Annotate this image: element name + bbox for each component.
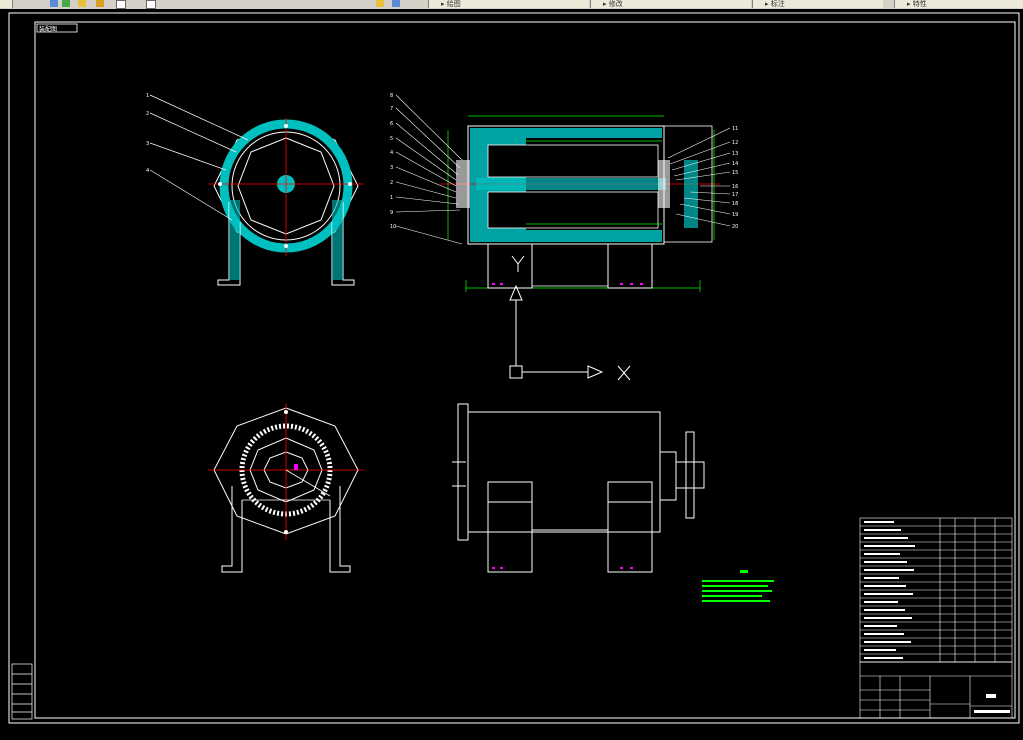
parts-list-row-text [864,649,896,651]
callout-left-3: 3 [146,141,149,147]
callout-mid-2: 7 [390,106,393,112]
menu-button[interactable] [0,0,13,8]
parts-list-row-text [864,561,907,563]
revision-table [11,663,33,720]
parts-list-row-text [864,529,901,531]
callout-left-4: 4 [146,168,149,174]
callout-mid-5: 4 [390,150,393,156]
open-icon[interactable] [50,0,58,7]
layer-swatch-icon[interactable] [146,0,156,9]
linetype-dropdown[interactable]: ▸ 修改 [590,0,751,8]
ucs-icon [509,255,631,381]
technical-notes [702,570,774,602]
cad-drawing: 装配图 1 2 3 4 [8,12,1020,724]
match-properties-icon[interactable] [376,0,384,7]
color-dropdown-label: ▸ 绘图 [441,0,461,8]
callout-mid-4: 5 [390,136,393,142]
lock-icon[interactable] [96,0,104,7]
drawing-number-mark [986,694,996,698]
front-view [452,403,705,573]
parts-list-row-text [864,617,912,619]
callout-left-2: 2 [146,111,149,117]
plotstyle-dropdown[interactable]: ▸ 特性 [894,0,1023,8]
callout-mid-8: 1 [390,195,393,201]
color-dropdown[interactable]: ▸ 绘图 [428,0,589,8]
inner-border [34,21,1016,719]
callout-mid-20: 20 [732,224,738,230]
parts-list-row-text [864,537,908,539]
callout-mid-6: 3 [390,165,393,171]
parts-list-row-text [864,657,903,659]
linetype-dropdown-label: ▸ 修改 [603,0,623,8]
callout-mid-12: 12 [732,140,738,146]
lineweight-dropdown[interactable]: ▸ 标注 [752,0,883,8]
parts-list-row-text [864,545,915,547]
parts-list-rows [860,521,1012,663]
parts-list-row-text [864,609,905,611]
outer-border [8,12,1020,724]
callout-mid-15: 15 [732,170,738,176]
sun-icon[interactable] [78,0,86,7]
parts-list-row-text [864,577,899,579]
callout-mid-16: 16 [732,184,738,190]
callout-mid-14: 14 [732,161,738,167]
parts-list-row-text [864,521,894,523]
callout-left-1: 1 [146,93,149,99]
drawing-title-mark [974,710,1010,713]
title-block [859,661,1013,719]
parts-list-row-text [864,593,913,595]
parts-list-row-text [864,585,906,587]
callout-mid-17: 17 [732,192,738,198]
parts-list-row-text [864,601,898,603]
layer-state-icon[interactable] [392,0,400,7]
end-view-top: 1 2 3 4 [146,93,364,286]
callout-mid-11: 11 [732,126,738,132]
callout-mid-9: 9 [390,210,393,216]
callout-mid-13: 13 [732,151,738,157]
parts-list-row-text [864,641,911,643]
end-view-bottom [208,404,364,573]
drawing-canvas[interactable]: 装配图 1 2 3 4 [0,9,1023,740]
parts-list-row-text [864,625,897,627]
callout-mid-10: 10 [390,224,396,230]
layer-icon[interactable] [62,0,70,7]
color-swatch-icon[interactable] [116,0,126,9]
callout-mid-3: 6 [390,121,393,127]
title-tag-box [36,23,78,33]
section-view: 8 7 6 5 4 3 2 1 9 10 11 12 13 [390,93,738,292]
callout-mid-19: 19 [732,212,738,218]
callout-mid-18: 18 [732,201,738,207]
title-tag-text: 装配图 [39,25,57,33]
lineweight-dropdown-label: ▸ 标注 [765,0,785,8]
callout-mid-7: 2 [390,180,393,186]
parts-list-row-text [864,553,900,555]
parts-list-row-text [864,569,914,571]
parts-list-row-text [864,633,904,635]
callout-mid-1: 8 [390,93,393,99]
plotstyle-dropdown-label: ▸ 特性 [907,0,927,8]
